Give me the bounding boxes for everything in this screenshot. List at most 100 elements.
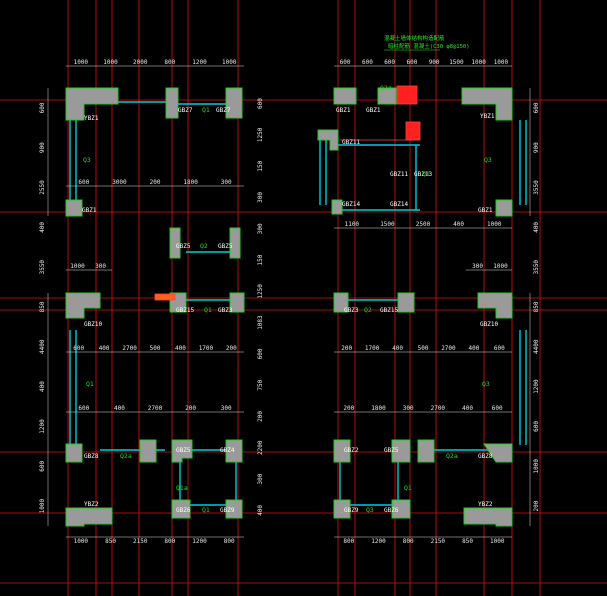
label-gbz1-tl: GBZ1 xyxy=(82,207,97,214)
dim-left-vertical-2: 900 xyxy=(39,142,46,153)
dim-top-left-mid-2: 3000 xyxy=(112,179,127,186)
label-gbz9-lr: GBZ9 xyxy=(344,507,359,514)
dim-row4-left-4: 200 xyxy=(185,405,196,412)
label-gbz2-lr: GBZ2 xyxy=(344,447,359,454)
column-ybz1-tr xyxy=(461,87,513,121)
label-gbz4-ll: GBZ4 xyxy=(220,447,235,454)
dim-row3-left-7: 200 xyxy=(226,345,237,352)
dim-bottom-right-2: 1200 xyxy=(371,538,386,545)
label-ybz1-tr: YBZ1 xyxy=(480,113,495,120)
wall-q1-ll: Q1 xyxy=(202,506,210,514)
dim-top-right-mid-5: 1000 xyxy=(487,221,502,228)
dim-top-left-1: 1000 xyxy=(74,59,89,66)
dim-right-vertical-7: 4400 xyxy=(533,339,540,354)
column-gbz14 xyxy=(331,199,343,215)
wall-q2a-tr: Q2a xyxy=(380,84,392,92)
dim-bottom-left-2: 850 xyxy=(105,538,116,545)
label-gbz5-tl: GBZ5 xyxy=(176,243,191,250)
label-gbz8-lr: GBZ8 xyxy=(478,453,493,460)
column-gbz6-lr xyxy=(391,499,411,519)
dim-bottom-right-5: 850 xyxy=(462,538,473,545)
dim-top-right-8: 1000 xyxy=(494,59,509,66)
dim-mid-right-2: 1000 xyxy=(493,263,508,270)
wall-q1-lr: Q1 xyxy=(404,484,412,492)
dim-right-vertical-6: 850 xyxy=(533,301,540,312)
dim-left-vertical-4: 400 xyxy=(39,222,46,233)
dim-right-vertical-8: 1200 xyxy=(533,379,540,394)
dim-bottom-left-5: 1200 xyxy=(192,538,207,545)
dim-row4-right-5: 400 xyxy=(462,405,473,412)
column-gbz3-ml xyxy=(229,292,245,313)
dim-mid-left-2: 300 xyxy=(95,263,106,270)
dim-top-left-6: 1000 xyxy=(222,59,237,66)
dim-top-right-3: 600 xyxy=(384,59,395,66)
dim-mid-left-1: 1000 xyxy=(70,263,85,270)
dim-top-right-mid-1: 1100 xyxy=(345,221,360,228)
label-gbz5-lr: GBZ5 xyxy=(384,447,399,454)
dim-top-left-mid-1: 600 xyxy=(78,179,89,186)
column-gbz4-ll xyxy=(225,439,243,463)
wall-q1-l: Q1 xyxy=(86,380,94,388)
dim-top-left-4: 800 xyxy=(164,59,175,66)
dim-top-right-6: 1500 xyxy=(449,59,464,66)
column-gbz15-mr xyxy=(397,292,415,313)
dim-row3-left-4: 500 xyxy=(150,345,161,352)
dim-row3-left-5: 400 xyxy=(175,345,186,352)
dim-center-vertical-1: 600 xyxy=(257,98,264,109)
wall-q3-r: Q3 xyxy=(482,380,490,388)
column-gbz7-t xyxy=(165,87,179,119)
dim-center-vertical-11: 200 xyxy=(257,411,264,422)
wall-q1-tr: Q1 xyxy=(422,170,430,178)
label-gbz10-ml: GBZ10 xyxy=(84,321,102,328)
dim-row4-right-2: 1800 xyxy=(371,405,386,412)
highlight-column-a xyxy=(396,85,418,105)
dim-row4-left-1: 600 xyxy=(78,405,89,412)
label-gbz14: GBZ14 xyxy=(342,201,360,208)
note-line-2: 暗柱配筋 混凝土(C30 φ8@150) xyxy=(388,42,470,50)
label-gbz8-l: GBZ8 xyxy=(84,453,99,460)
column-gbz1-bl xyxy=(65,199,83,217)
column-gbz9-ll xyxy=(225,499,243,519)
highlight-column-b xyxy=(405,121,421,141)
dim-center-vertical-6: 150 xyxy=(257,254,264,265)
dim-row3-right-1: 200 xyxy=(341,345,352,352)
dim-left-vertical-7: 4400 xyxy=(39,339,46,354)
dim-right-vertical-3: 3550 xyxy=(533,180,540,195)
dim-row3-right-2: 1700 xyxy=(365,345,380,352)
wall-labels: Q1 Q3 Q2 Q2a Q1 Q3 Q1 Q2 Q1 Q3 Q2a Q2a Q… xyxy=(83,84,492,514)
dim-center-vertical-5: 300 xyxy=(257,223,264,234)
label-gbz14-b: GBZ14 xyxy=(390,201,408,208)
dim-right-vertical-4: 400 xyxy=(533,222,540,233)
wall-q2-tl: Q2 xyxy=(200,242,208,250)
column-labels: YBZ1 GBZ7 GBZ7 GBZ1 GBZ5 GBZ5 GBZ1 GBZ1 … xyxy=(82,107,498,514)
dim-row3-right-6: 400 xyxy=(469,345,480,352)
dim-bottom-right-3: 800 xyxy=(403,538,414,545)
dim-top-right-mid-3: 2500 xyxy=(416,221,431,228)
label-gbz1-tr-a: GBZ1 xyxy=(336,107,351,114)
dim-bottom-left-4: 800 xyxy=(164,538,175,545)
dim-row3-left-1: 600 xyxy=(73,345,84,352)
dim-left-vertical-11: 1000 xyxy=(39,498,46,513)
dim-center-vertical-2: 1250 xyxy=(257,127,264,142)
column-gbz10-mr xyxy=(477,292,513,319)
column-gbz5-l xyxy=(169,227,181,259)
wall-q1-tl: Q1 xyxy=(202,106,210,114)
dim-right-vertical-9: 600 xyxy=(533,421,540,432)
dim-right-vertical-11: 200 xyxy=(533,500,540,511)
label-gbz6-lr: GBZ6 xyxy=(384,507,399,514)
highlight-beam-ml xyxy=(154,293,176,301)
dim-row4-right-6: 600 xyxy=(492,405,503,412)
label-gbz1-tr-b: GBZ1 xyxy=(366,107,381,114)
label-gbz9-ll: GBZ9 xyxy=(220,507,235,514)
dim-center-vertical-9: 600 xyxy=(257,348,264,359)
dim-row3-left-3: 2700 xyxy=(122,345,137,352)
column-gbz11-tr xyxy=(317,129,339,151)
dim-bottom-right-1: 800 xyxy=(343,538,354,545)
column-ybz1-tl xyxy=(65,87,119,121)
column-gbz9-lr xyxy=(333,499,351,519)
dim-top-right-2: 600 xyxy=(362,59,373,66)
column-gbz8-lr2 xyxy=(483,443,513,463)
label-ybz2-bl: YBZ2 xyxy=(84,501,99,508)
label-gbz3-mr: GBZ3 xyxy=(344,307,359,314)
